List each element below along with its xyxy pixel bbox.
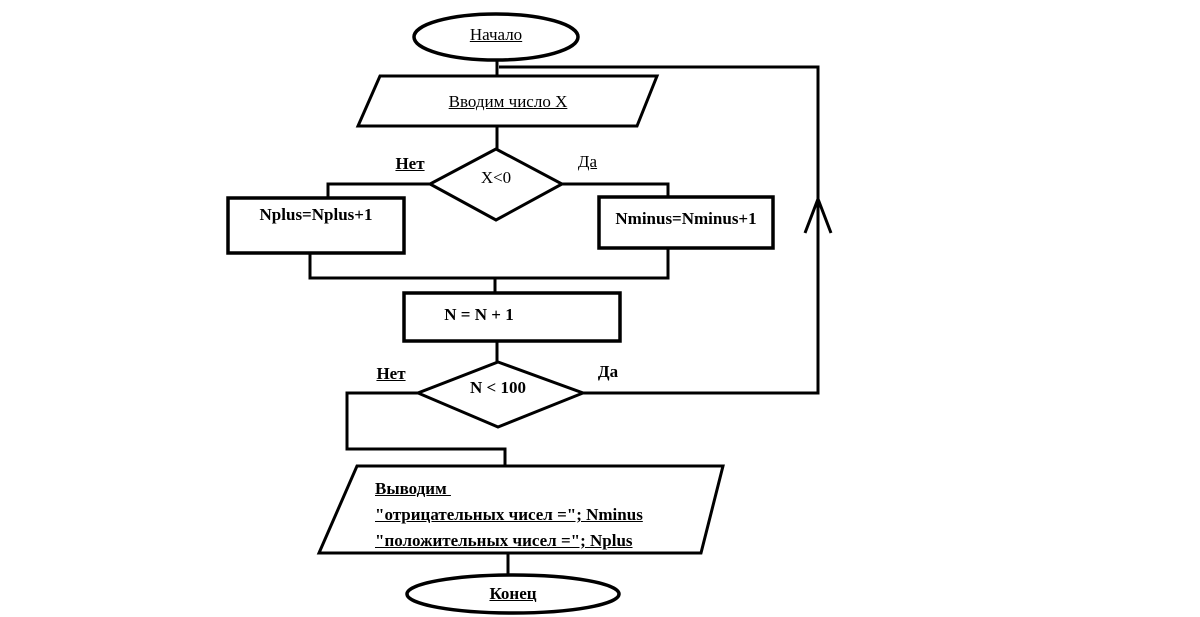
input-parallelogram-shape — [355, 74, 660, 128]
connector-nplus-to-merge — [308, 252, 497, 294]
connector-nminus-to-merge — [495, 247, 670, 280]
decision-n-label: N < 100 — [470, 378, 526, 397]
process-counter-label: N = N + 1 — [444, 305, 514, 324]
decision-x-diamond-shape — [426, 147, 566, 222]
end-label: Конец — [489, 584, 537, 603]
decision-n-diamond-shape — [414, 360, 588, 429]
decision-x-yes-label: Да — [577, 152, 598, 171]
start-terminator-shape — [412, 12, 580, 62]
output-line-1: Выводим — [375, 479, 451, 498]
process-nplus-shape — [226, 196, 406, 255]
start-label: Начало — [469, 25, 523, 44]
process-nplus-label: Nplus=Nplus+1 — [259, 205, 373, 224]
output-line-2: "отрицательных чисел ="; Nminus — [375, 505, 643, 524]
input-label: Вводим число X — [448, 92, 568, 111]
process-nminus-shape — [597, 195, 775, 250]
process-counter-shape — [402, 291, 622, 343]
end-terminator-shape — [405, 573, 621, 615]
arrow-up-head — [803, 194, 833, 234]
decision-n-yes-label: Да — [597, 362, 619, 381]
decision-x-label: X<0 — [480, 168, 512, 187]
connector-decision-n-no — [345, 391, 507, 467]
decision-x-no-label: Нет — [395, 154, 425, 173]
output-line-3: "положительных чисел ="; Nplus — [375, 531, 633, 550]
output-parallelogram-shape — [316, 464, 725, 555]
process-nminus-label: Nminus=Nminus+1 — [615, 209, 757, 228]
connector-loop-back — [499, 65, 820, 395]
connector-decision-x-no — [326, 182, 430, 200]
decision-n-no-label: Нет — [376, 364, 406, 383]
output-text-block: Выводим "отрицательных чисел ="; Nminus … — [375, 476, 643, 554]
connector-decision-x-yes — [562, 182, 670, 199]
